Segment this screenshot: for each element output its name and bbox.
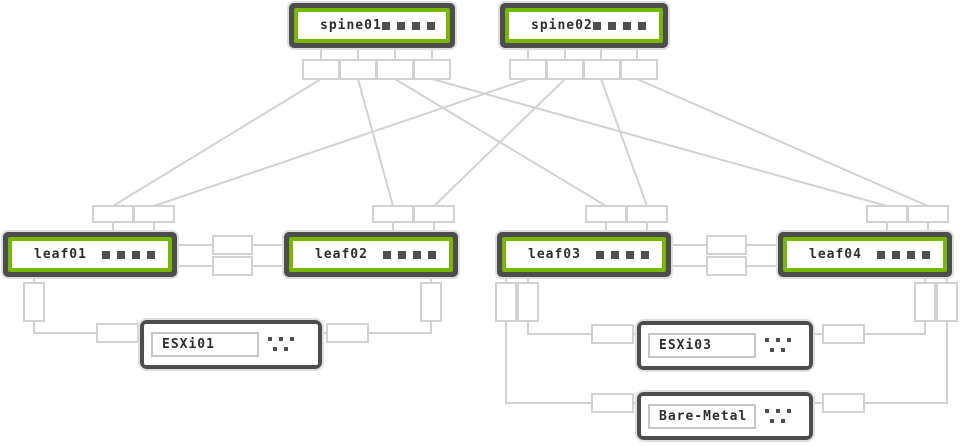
link-spine02-leaf02 [433, 78, 566, 207]
link-spine01-leaf02 [357, 78, 394, 207]
esxi03-vents-icon [765, 338, 795, 353]
leaf03-uplink-port-2 [626, 205, 668, 223]
leaf03-label: leaf03 [528, 247, 581, 262]
esxi01-label: ESXi01 [151, 332, 259, 357]
leaf03-uplink-port-1 [585, 205, 627, 223]
node-leaf01: leaf01 [3, 232, 177, 277]
leaf02-label: leaf02 [315, 247, 368, 262]
leaf02-bezel: leaf02 [289, 237, 453, 272]
peerlink-port-leaf03-leaf04-2 [706, 256, 747, 276]
spine01-port-4 [413, 59, 451, 80]
node-esxi03: ESXi03 [637, 321, 813, 370]
node-spine01: spine01 [289, 3, 455, 48]
link-spine02-leaf03 [600, 78, 648, 207]
peerlink-port-leaf01-leaf02-2 [212, 256, 253, 276]
leaf04-nic-port-1 [914, 282, 936, 322]
leaf03-nic-port-2 [517, 282, 539, 322]
spine01-port-leds-icon [381, 21, 435, 30]
leaf02-port-leds-icon [383, 250, 436, 259]
peerlink-port-leaf03-leaf04-1 [706, 235, 747, 255]
leaf01-uplink-port-2 [133, 205, 175, 223]
leaf04-port-leds-icon [877, 250, 930, 259]
esxi01-right-nic-port [326, 323, 369, 343]
leaf04-bezel: leaf04 [783, 237, 947, 272]
spine02-port-2 [546, 59, 584, 80]
link-leaf03-baremetal [505, 320, 593, 404]
leaf02-uplink-port-2 [413, 205, 455, 223]
leaf01-bezel: leaf01 [8, 237, 172, 272]
leaf01-port-leds-icon [102, 250, 155, 259]
spine02-port-3 [583, 59, 621, 80]
leaf04-uplink-port-2 [907, 205, 949, 223]
node-leaf03: leaf03 [497, 232, 671, 277]
leaf02-uplink-port-1 [372, 205, 414, 223]
leaf04-label: leaf04 [809, 247, 862, 262]
link-spine02-leaf01 [153, 78, 529, 207]
esxi03-right-nic-port [822, 324, 865, 344]
link-spine01-leaf01 [112, 78, 322, 207]
node-leaf02: leaf02 [284, 232, 458, 277]
spine02-port-4 [620, 59, 658, 80]
link-spine02-leaf04 [636, 78, 929, 207]
esxi01-left-nic-port [96, 323, 139, 343]
leaf03-port-leds-icon [596, 250, 649, 259]
node-esxi01: ESXi01 [140, 320, 322, 369]
peerlink-port-leaf01-leaf02-1 [212, 235, 253, 255]
link-spine01-leaf04 [431, 78, 888, 207]
baremetal-label: Bare-Metal [648, 403, 756, 429]
leaf02-nic-port [420, 282, 442, 322]
baremetal-vents-icon [765, 408, 795, 424]
spine01-label: spine01 [320, 18, 382, 33]
spine01-port-2 [339, 59, 377, 80]
spine02-label: spine02 [531, 18, 593, 33]
spine02-bezel: spine02 [505, 8, 663, 43]
spine01-bezel: spine01 [294, 8, 450, 43]
esxi01-vents-icon [268, 337, 298, 352]
link-leaf04-baremetal [863, 320, 948, 404]
spine02-port-leds-icon [593, 21, 646, 30]
esxi03-label: ESXi03 [648, 333, 756, 358]
spine01-port-3 [376, 59, 414, 80]
leaf01-label: leaf01 [34, 247, 87, 262]
spine01-port-1 [302, 59, 340, 80]
link-leaf02-esxi01 [367, 320, 432, 334]
node-spine02: spine02 [500, 3, 668, 48]
link-leaf03-esxi03 [527, 320, 593, 335]
spine02-port-1 [509, 59, 547, 80]
leaf01-uplink-port-1 [92, 205, 134, 223]
leaf04-uplink-port-1 [866, 205, 908, 223]
leaf03-nic-port-1 [495, 282, 517, 322]
leaf04-nic-port-2 [936, 282, 958, 322]
leaf03-bezel: leaf03 [502, 237, 666, 272]
node-baremetal: Bare-Metal [637, 392, 813, 440]
baremetal-left-nic-port [591, 393, 634, 413]
esxi03-left-nic-port [591, 324, 634, 344]
link-leaf01-esxi01 [33, 320, 98, 334]
leaf01-nic-port [23, 282, 45, 322]
baremetal-right-nic-port [822, 393, 865, 413]
link-leaf04-esxi03 [863, 320, 926, 335]
node-leaf04: leaf04 [778, 232, 952, 277]
